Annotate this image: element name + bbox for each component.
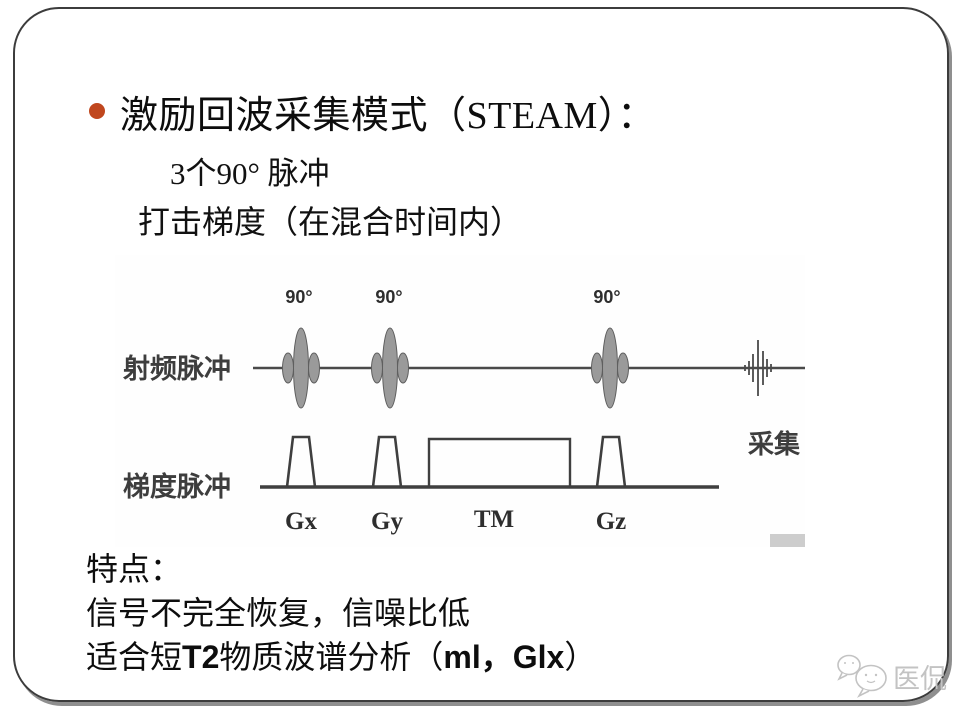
features-line2-metabolites: ml，Glx: [443, 639, 565, 675]
gx-gradient-pulse: [285, 435, 317, 488]
slide-border-frame: [13, 7, 949, 702]
gz-label: Gz: [596, 508, 627, 535]
rf-90-label-1: 90°: [285, 287, 312, 307]
pulse-sequence-diagram: 射频脉冲 90° 90° 90°: [115, 255, 805, 547]
rf-90-label-2: 90°: [375, 287, 402, 307]
gradient-row-label: 梯度脉冲: [123, 471, 231, 502]
features-line2-mid: 物质波谱分析（: [219, 639, 444, 675]
gz-gradient-pulse: [595, 435, 627, 488]
rf-sinc-pulse-3: [591, 327, 629, 409]
rf-90-label-3: 90°: [593, 287, 620, 307]
watermark-logo: 医侃: [837, 654, 947, 698]
chat-bubbles-icon: [837, 654, 887, 698]
gy-label: Gy: [371, 508, 403, 535]
slide-title: 激励回波采集模式（STEAM）：: [120, 95, 656, 137]
features-line2-suffix: ）: [564, 639, 597, 675]
echo-signal: [744, 340, 772, 396]
features-line-2: 适合短T2物质波谱分析（ml，Glx）: [86, 635, 596, 679]
rf-row-label: 射频脉冲: [122, 354, 231, 384]
features-heading: 特点：: [86, 551, 183, 587]
features-line2-prefix: 适合短: [86, 639, 183, 675]
watermark-brand: 医侃: [893, 664, 947, 694]
rf-sinc-pulse-2: [371, 327, 409, 409]
tm-label: TM: [474, 506, 514, 533]
acquisition-label: 采集: [748, 429, 801, 459]
features-block: 特点： 信号不完全恢复，信噪比低 适合短T2物质波谱分析（ml，Glx）: [86, 547, 596, 679]
bullet-icon: [89, 103, 105, 119]
subpoint-gradient: 打击梯度（在混合时间内）: [138, 204, 523, 240]
gx-label: Gx: [285, 508, 317, 535]
rf-sinc-pulse-1: [282, 327, 320, 409]
features-line-1: 信号不完全恢复，信噪比低: [86, 595, 471, 631]
image-corner-artifact: [770, 534, 805, 547]
features-line2-t2: T2: [182, 639, 220, 675]
tm-gradient-block: [427, 437, 572, 487]
gy-gradient-pulse: [371, 435, 403, 488]
pulse-sequence-svg: 射频脉冲 90° 90° 90°: [122, 287, 805, 547]
subpoint-pulses: 3个90° 脉冲: [170, 156, 330, 191]
